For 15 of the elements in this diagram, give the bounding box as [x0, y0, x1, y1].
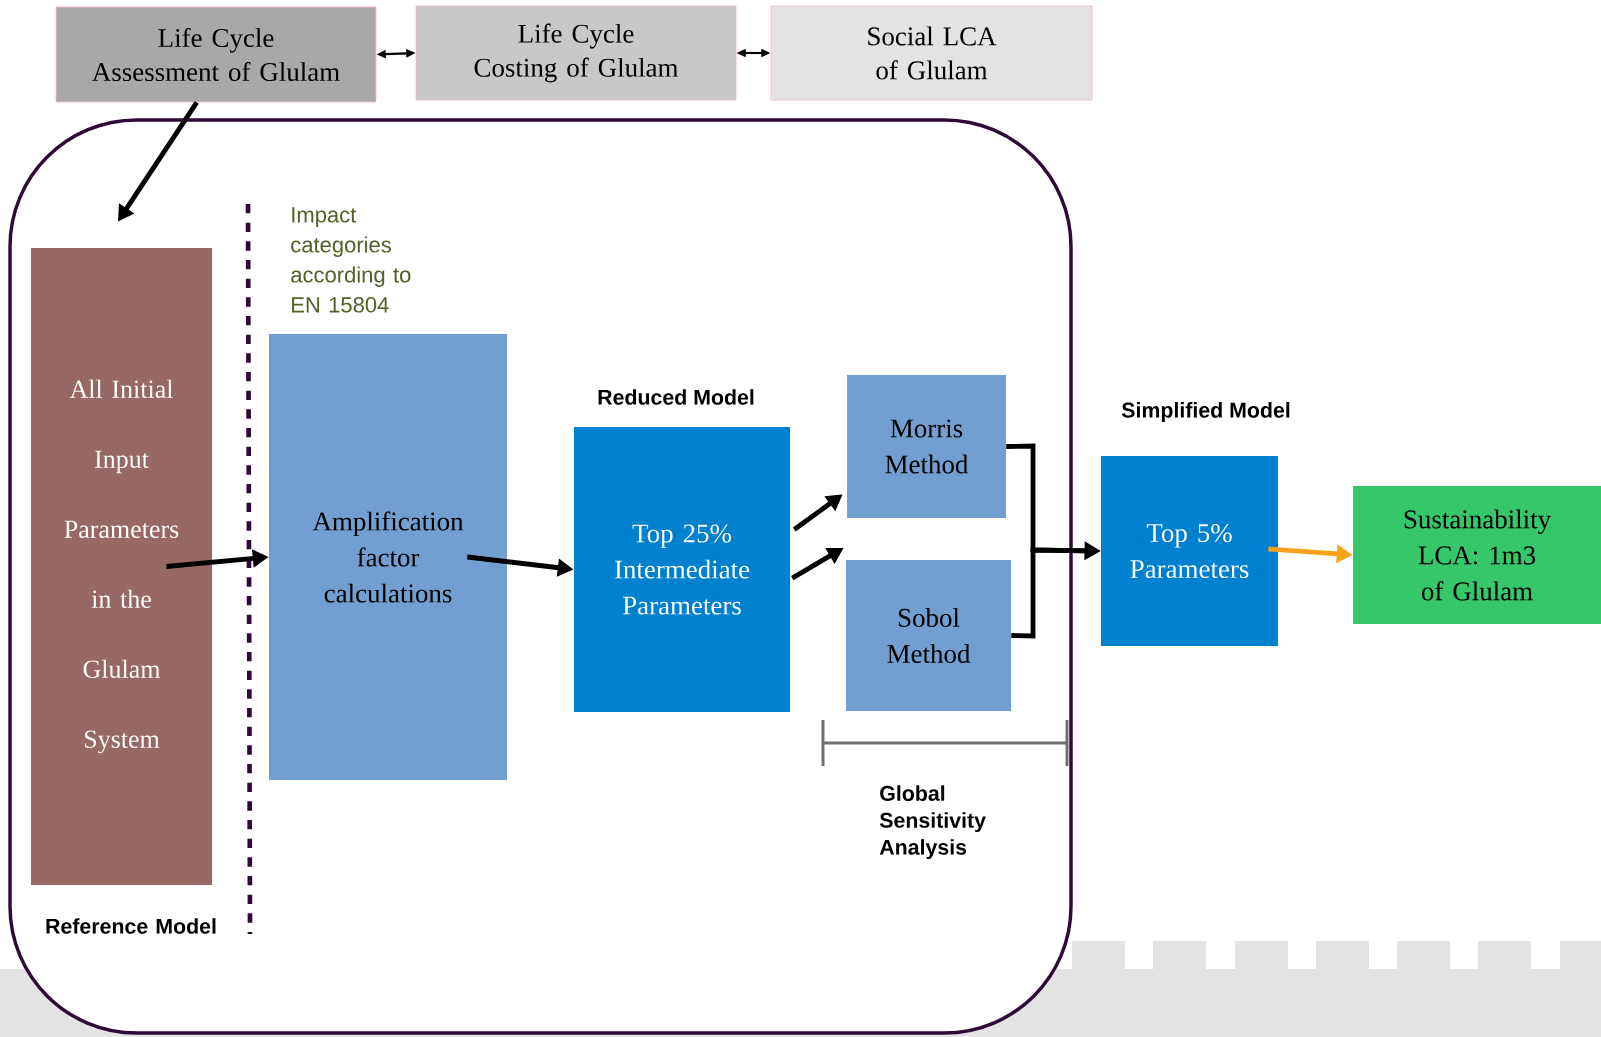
process-box: Social LCA of Glulam	[770, 5, 1093, 101]
process-box: Top 5% Parameters	[1101, 456, 1279, 646]
model-heading: Reduced Model	[598, 389, 754, 405]
section-label: Reference Model	[46, 918, 216, 934]
process-box: Amplification factor calculations	[269, 334, 507, 780]
process-box: Top 25% Intermediate Parameters	[574, 426, 790, 713]
process-box: Life Cycle Assessment of Glulam	[55, 6, 377, 103]
process-box: Life Cycle Costing of Glulam	[415, 5, 737, 101]
process-box: All Initial Input Parameters in the Glulam System	[30, 247, 213, 886]
process-box: Morris Method	[847, 375, 1006, 518]
process-box: Sobol Method	[846, 560, 1012, 711]
model-heading: Simplified Model	[1121, 402, 1290, 422]
process-box: Sustainability LCA: 1m3 of Glulam	[1353, 486, 1601, 624]
annotation-text: Impact categories according to EN 15804	[291, 207, 411, 313]
section-label: Global Sensitivity Analysis	[879, 785, 986, 859]
